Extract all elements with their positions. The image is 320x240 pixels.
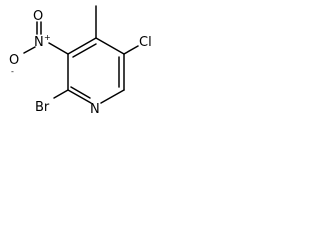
nitro-nitrogen-charge: +: [44, 33, 51, 42]
bond-n1-c2-inner: [70, 86, 91, 99]
bond-c6-n1: [100, 89, 125, 104]
nitro-oxygen-top-label: O: [33, 9, 43, 24]
bond-c5-cl: [123, 45, 139, 55]
nitro-nitrogen-label: N: [34, 35, 44, 50]
chlorine-label: Cl: [139, 35, 152, 50]
bond-c3-nitro: [48, 42, 69, 55]
bond-c4-c5: [95, 37, 125, 55]
bond-nitro-o-bottom: [23, 46, 36, 54]
bond-c3-c4: [67, 37, 97, 55]
nitro-oxygen-bottom-charge: -: [11, 67, 14, 76]
bond-c3-c4-inner: [72, 43, 97, 58]
bond-c2-br: [53, 89, 69, 99]
bromine-label: Br: [35, 100, 50, 115]
atom-labels: Cl N Br N + O O -: [9, 9, 152, 117]
substituent-bonds: [23, 5, 139, 99]
nitro-oxygen-bottom-label: O: [9, 53, 19, 68]
ring-nitrogen-label: N: [90, 102, 100, 117]
ring-bonds: [67, 37, 125, 104]
chemical-structure: Cl N Br N + O O -: [9, 5, 152, 117]
bond-n1-c2: [67, 89, 92, 104]
